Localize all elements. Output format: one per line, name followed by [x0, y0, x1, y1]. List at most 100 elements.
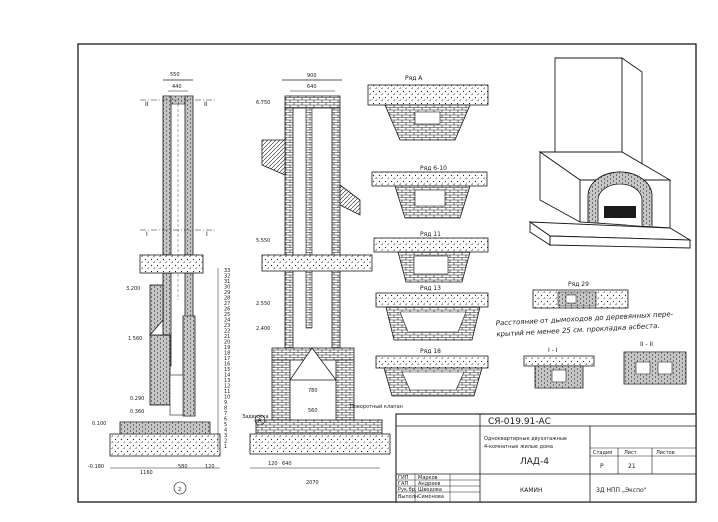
row-number: 29 — [224, 290, 230, 296]
cut-2-title: II - II — [640, 341, 653, 348]
sig-rook: Рук.бр. — [398, 487, 417, 493]
row-number: 20 — [224, 340, 230, 346]
sig-gap-name: Андреев — [418, 481, 440, 487]
item-name: КАМИН — [520, 487, 543, 494]
sig-rook-name: Шведова — [418, 487, 442, 493]
sig-gip: ГИП — [398, 475, 409, 481]
row-number: 11 — [224, 389, 230, 395]
mark-2-right: II — [204, 101, 208, 108]
row-number: 6 — [224, 417, 227, 423]
dim-bottom-mid: 2070 — [306, 480, 319, 486]
row-number: 15 — [224, 367, 230, 373]
middle-chimney-section: 900 640 6.750 5.550 2.550 2.400 780 560 … — [242, 73, 403, 486]
rows-6-10-title: Ряд 6-10 — [420, 165, 447, 172]
dim-bottom-mid-a: 120 — [268, 461, 278, 467]
row-11-title: Ряд 11 — [420, 231, 441, 238]
row-number: 13 — [224, 378, 230, 384]
circle-a-label: А — [258, 418, 262, 424]
title-block: СЯ-019.91-АС Одноквартирные двухэтажные … — [395, 413, 697, 503]
damper-label: Поворотный клапан — [350, 403, 403, 410]
row-number: 21 — [224, 334, 230, 340]
row-number: 1 — [224, 444, 227, 450]
level-5550: 5.550 — [256, 238, 270, 244]
level-6750: 6.750 — [256, 100, 270, 106]
dim-mid-arch: 780 — [308, 388, 318, 394]
row-number: 2 — [224, 439, 227, 445]
row-number: 32 — [224, 274, 230, 280]
level-2550: 2.550 — [256, 301, 270, 307]
level-1560: 1.560 — [128, 336, 142, 342]
sheet-header: Лист — [624, 450, 637, 456]
row-number: 24 — [224, 318, 230, 324]
level-minus-0180: -0.180 — [88, 464, 104, 470]
row-number-scale: 3332313029282726252423222120191817161514… — [217, 268, 230, 450]
row-number: 22 — [224, 329, 230, 335]
row-number: 9 — [224, 400, 227, 406]
row-plans: Ряд А Ряд 6-10 Ряд 11 Ряд 13 Ряд 18 — [367, 75, 489, 397]
row-number: 31 — [224, 279, 230, 285]
dim-top-mid-inner: 640 — [307, 84, 317, 90]
sig-gap: ГАП — [398, 481, 408, 487]
fireplace-perspective — [528, 57, 692, 249]
row-number: 30 — [224, 285, 230, 291]
mark-1-left: I — [146, 231, 148, 238]
row-number: 26 — [224, 307, 230, 313]
row-number: 25 — [224, 312, 230, 318]
row-number: 5 — [224, 422, 227, 428]
left-chimney-section: 550 440 II II I I 1160 580 120 2 3.200 1… — [88, 72, 221, 495]
row-number: 7 — [224, 411, 227, 417]
dim-bottom-left-2: 580 — [178, 464, 188, 470]
row-number: 12 — [224, 384, 230, 390]
stage-value: Р — [600, 463, 604, 470]
level-3200: 3.200 — [126, 286, 140, 292]
row-18-title: Ряд 18 — [420, 348, 441, 355]
level-0100: 0.100 — [92, 421, 106, 427]
row-13-title: Ряд 13 — [420, 285, 441, 292]
sheet-frame — [77, 43, 697, 503]
dim-top-left: 550 — [170, 72, 180, 78]
dim-top-mid: 900 — [307, 73, 317, 79]
row-number: 16 — [224, 362, 230, 368]
row-number: 4 — [224, 428, 227, 434]
sheet-value: 21 — [628, 463, 636, 470]
cut-1-detail: I - I — [523, 347, 595, 389]
sig-author-name: Симонова — [418, 494, 444, 500]
sheet-name: ЛАД-4 — [520, 457, 549, 467]
sheets-header: Листов — [656, 450, 675, 456]
cut-1-title: I - I — [548, 347, 558, 354]
level-0360: 0.360 — [130, 409, 144, 415]
distance-note: Расстояние от дымоходов до деревянных пе… — [496, 310, 674, 338]
row-number: 23 — [224, 323, 230, 329]
row-a-title: Ряд А — [405, 75, 423, 82]
row-number: 18 — [224, 351, 230, 357]
sig-gip-name: Марков — [418, 475, 438, 481]
row-number: 3 — [224, 433, 227, 439]
sig-author: Выполн — [398, 494, 418, 500]
dim-bottom-mid-b: 640 — [282, 461, 292, 467]
circle-2-label: 2 — [178, 487, 181, 493]
description-1: Одноквартирные двухэтажные — [484, 436, 567, 442]
row-number: 19 — [224, 345, 230, 351]
row-number: 10 — [224, 395, 230, 401]
plate-label: Задвижка — [242, 414, 269, 420]
level-0290: 0.290 — [130, 396, 144, 402]
doc-code: СЯ-019.91-АС — [488, 417, 551, 427]
row-number: 17 — [224, 356, 230, 362]
row-number: 33 — [224, 268, 230, 274]
level-2400: 2.400 — [256, 326, 270, 332]
row-number: 28 — [224, 296, 230, 302]
stage-header: Стадия — [593, 450, 612, 456]
dim-mid-arch-2: 560 — [308, 408, 318, 414]
dim-bottom-left-1: 1160 — [140, 470, 153, 476]
row-number: 27 — [224, 301, 230, 307]
row-29-title: Ряд 29 — [568, 281, 589, 288]
mark-2-left: II — [145, 101, 149, 108]
dim-bottom-left-3: 120 — [205, 464, 215, 470]
row-29-plan: Ряд 29 — [532, 281, 629, 309]
description-2: 4-комнатные жилые дома — [484, 444, 553, 450]
cut-2-detail: II - II — [623, 341, 687, 385]
dim-top-left-inner: 440 — [172, 84, 182, 90]
org-name: ЗД НПП „Экспо" — [596, 487, 647, 494]
mark-1-right: I — [206, 231, 208, 238]
